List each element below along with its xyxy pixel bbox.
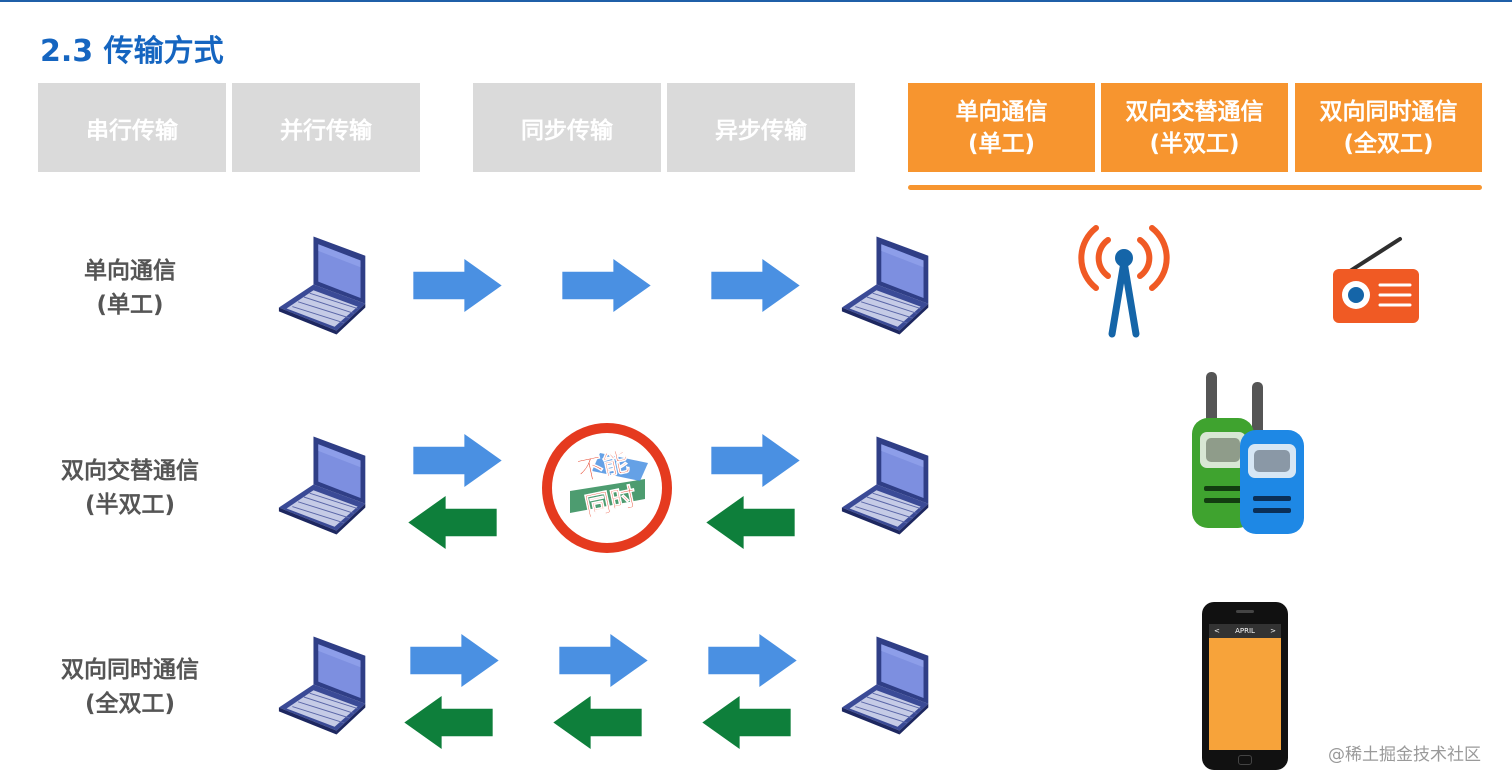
laptop-icon (277, 632, 373, 738)
tab-asynchronous-transmission[interactable]: 异步传输 (667, 83, 855, 172)
arrow-right-icon (711, 434, 800, 487)
tab-simplex-line2: (单工) (967, 130, 1036, 157)
tab-full-duplex[interactable]: 双向同时通信 (全双工) (1295, 83, 1482, 172)
laptop-icon (840, 432, 936, 538)
row-label-full-duplex-line1: 双向同时通信 (61, 657, 199, 683)
no-simultaneous-sign: 不能 同时 (540, 421, 674, 555)
page-title: 2.3 传输方式 (40, 34, 224, 69)
row-label-simplex-line1: 单向通信 (84, 258, 176, 284)
arrow-right-icon (413, 259, 502, 312)
arrow-right-icon (708, 634, 797, 687)
arrow-right-icon (410, 634, 499, 687)
arrow-left-icon (553, 696, 642, 749)
tab-simplex-line1: 单向通信 (955, 98, 1048, 125)
tab-serial-transmission[interactable]: 串行传输 (38, 83, 226, 172)
tab-synchronous-transmission[interactable]: 同步传输 (473, 83, 661, 172)
tab-simplex[interactable]: 单向通信 (单工) (908, 83, 1095, 172)
calendar-month: APRIL (1235, 627, 1255, 635)
tab-half-duplex[interactable]: 双向交替通信 (半双工) (1101, 83, 1288, 172)
arrow-right-icon (711, 259, 800, 312)
arrow-left-icon (404, 696, 493, 749)
laptop-icon (840, 232, 936, 338)
arrow-left-icon (408, 496, 497, 549)
broadcast-antenna-icon (1078, 225, 1170, 338)
arrow-left-icon (706, 496, 795, 549)
smartphone-icon: < APRIL > (1202, 602, 1288, 770)
watermark: @稀土掘金技术社区 (1328, 745, 1481, 765)
tab-parallel-transmission[interactable]: 并行传输 (232, 83, 420, 172)
arrow-right-icon (562, 259, 651, 312)
tab-half-duplex-line1: 双向交替通信 (1125, 98, 1264, 125)
walkie-talkie-icon (1192, 372, 1304, 534)
row-label-half-duplex: 双向交替通信 (半双工) (30, 454, 230, 522)
row-label-simplex: 单向通信 (单工) (30, 254, 230, 322)
radio-icon (1333, 237, 1419, 323)
tab-full-duplex-line2: (全双工) (1343, 130, 1434, 157)
laptop-icon (277, 432, 373, 538)
laptop-icon (840, 632, 936, 738)
row-label-full-duplex: 双向同时通信 (全双工) (30, 653, 230, 721)
arrow-right-icon (413, 434, 502, 487)
arrow-right-icon (559, 634, 648, 687)
arrow-left-icon (702, 696, 791, 749)
row-label-half-duplex-line1: 双向交替通信 (61, 458, 199, 484)
tab-half-duplex-line2: (半双工) (1149, 130, 1240, 157)
top-border-line (0, 0, 1512, 2)
row-label-simplex-line2: (单工) (96, 292, 164, 318)
row-label-full-duplex-line2: (全双工) (84, 691, 176, 717)
orange-underline (908, 185, 1482, 190)
laptop-icon (277, 232, 373, 338)
row-label-half-duplex-line2: (半双工) (84, 492, 176, 518)
calendar-prev-icon: < (1214, 627, 1220, 635)
tab-full-duplex-line1: 双向同时通信 (1319, 98, 1458, 125)
calendar-next-icon: > (1270, 627, 1276, 635)
